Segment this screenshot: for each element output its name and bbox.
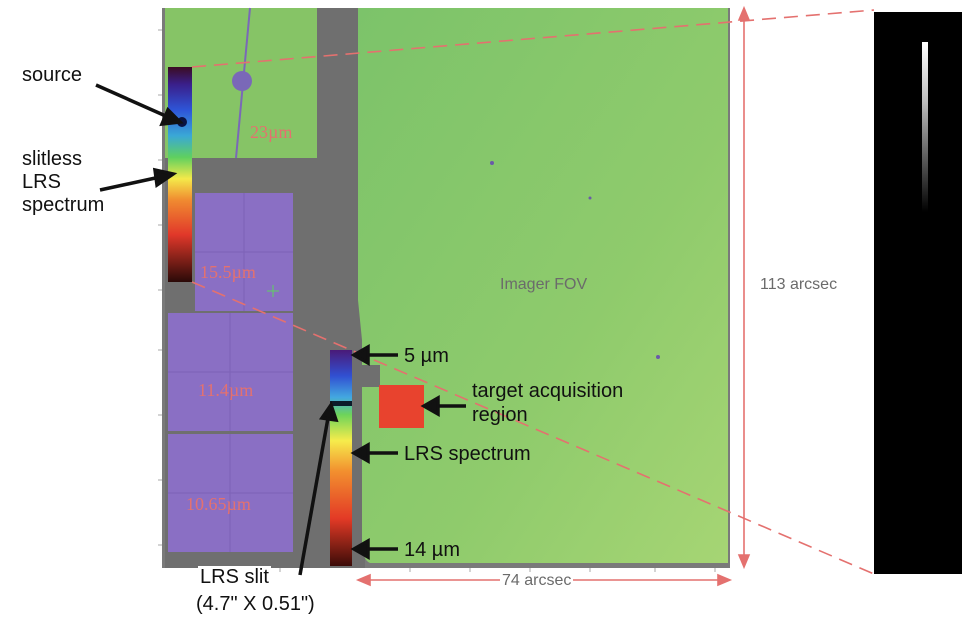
occulting-spot: [232, 71, 252, 91]
label-height-arcsec: 113 arcsec: [760, 276, 838, 293]
label-lrs-slit-line1: LRS slit: [198, 566, 271, 589]
label-slitless-line1: slitless: [22, 148, 83, 170]
frame-ticks: [158, 29, 716, 572]
label-slitless-line3: spectrum: [22, 194, 105, 216]
label-target-acq-line1: target acquisition: [472, 380, 624, 402]
label-wave-5um: 5 µm: [404, 345, 449, 367]
label-source: source: [22, 64, 83, 86]
zoom-guide-lines: [191, 9, 875, 575]
label-lrs-slit-line2: (4.7" X 0.51"): [196, 593, 315, 615]
label-filter-11-4um: 11.4µm: [198, 380, 254, 400]
psf-image-panel: [874, 12, 962, 574]
annotation-arrows: [95, 83, 466, 576]
psf-streak: [922, 42, 928, 212]
label-imager-fov: Imager FOV: [500, 276, 588, 293]
imager-fov-region: [358, 8, 728, 563]
lrs-slit: [330, 401, 352, 406]
label-wave-14um: 14 µm: [404, 539, 460, 561]
label-width-arcsec: 74 arcsec: [500, 572, 574, 590]
lrs-spectrum: [330, 350, 352, 566]
label-filter-23um: 23µm: [250, 122, 293, 142]
label-slitless-line2: LRS: [22, 171, 61, 193]
label-target-acq-line2: region: [472, 404, 528, 426]
label-lrs-spectrum: LRS spectrum: [404, 443, 531, 465]
label-filter-15-5um: 15.5µm: [200, 262, 256, 282]
target-acquisition-region: [379, 385, 424, 428]
label-filter-10-65um: 10.65µm: [186, 494, 251, 514]
